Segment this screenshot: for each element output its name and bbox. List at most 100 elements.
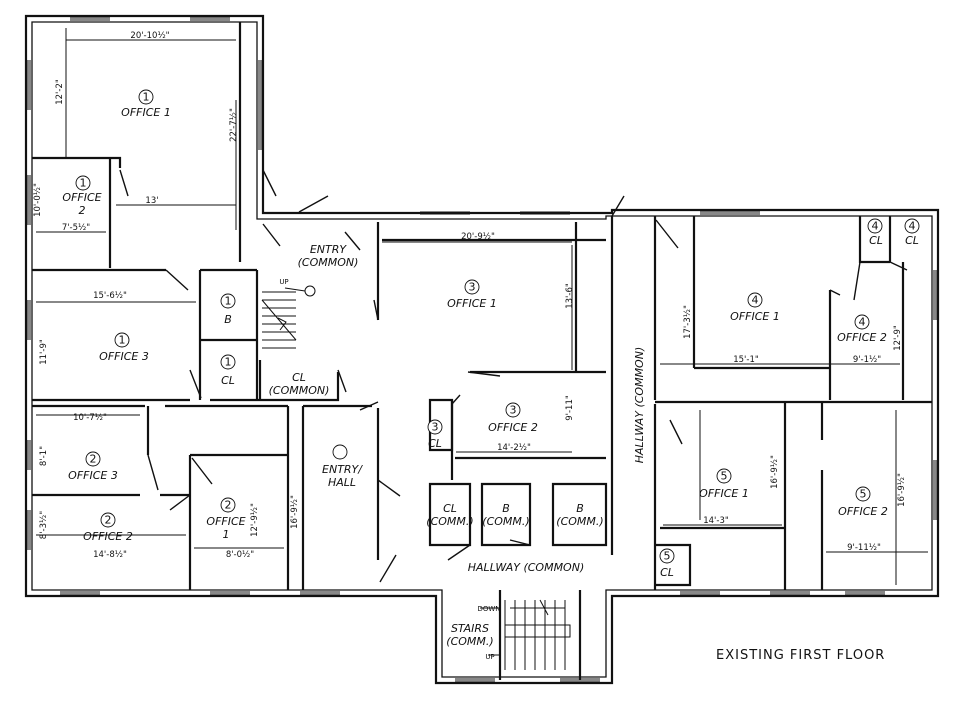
unit-circle: [220, 497, 236, 513]
dimension-text: 9'-1½": [853, 355, 881, 365]
dimension-text: 14'-8½": [93, 550, 127, 560]
stair-up-label: UP: [485, 653, 494, 661]
unit-circle: [747, 292, 763, 308]
room-label: B(COMM.): [556, 502, 603, 528]
room-label: OFFICE 1: [699, 487, 749, 500]
room-label: OFFICE 2: [83, 530, 133, 543]
dimension-text: 7'-5½": [62, 223, 90, 233]
stair-labels: UP DOWN UP: [279, 278, 500, 661]
unit-circle: [100, 512, 116, 528]
room-label: ENTRY/HALL: [322, 463, 363, 489]
windows: [27, 17, 937, 682]
room-label: CL(COMM.): [426, 502, 473, 528]
dimension-lines: [36, 28, 928, 585]
room-label: OFFICE 3: [68, 469, 118, 482]
dimension-text: 13': [145, 196, 158, 206]
doors: [119, 169, 908, 583]
dimension-text: 15'-6½": [93, 291, 127, 301]
dimension-text: 8'-0½": [226, 550, 254, 560]
unit-circle: [114, 332, 130, 348]
unit-number: 2: [90, 453, 97, 466]
stair-up-label: UP: [279, 278, 288, 286]
dimension-text: 9'-11½": [847, 543, 881, 553]
unit-number: 2: [105, 514, 112, 527]
unit-circle: [867, 218, 883, 234]
dimension-text: 20'-9½": [461, 232, 495, 242]
room-label: OFFICE 1: [730, 310, 780, 323]
unit-number: 1: [225, 356, 232, 369]
dimension-text: 22'-7½": [229, 108, 239, 142]
unit-number: 1: [119, 334, 126, 347]
dimension-text: 16'-9½": [897, 473, 907, 507]
room-label: OFFICE 3: [99, 350, 149, 363]
unit-number: 4: [909, 220, 916, 233]
room-label: OFFICE 2: [838, 505, 888, 518]
unit-number: 4: [872, 220, 879, 233]
dimension-text: 9'-11": [565, 395, 575, 421]
dimension-text: 8'-3½": [39, 511, 49, 539]
room-label: OFFICE 1: [121, 106, 171, 119]
room-label: ENTRY(COMMON): [298, 243, 359, 269]
interior-walls: [32, 22, 932, 680]
unit-circle: [854, 314, 870, 330]
room-label: CL: [428, 437, 442, 450]
unit-numbers: 1 1 1 1 1 2 2 2 3 3 3 4 4 4 4 5 5 5: [80, 91, 916, 563]
room-label: B: [224, 313, 232, 326]
room-label: CL: [905, 234, 919, 247]
room-label: HALLWAY (COMMON): [633, 347, 646, 463]
room-label: B(COMM.): [482, 502, 529, 528]
dimension-text: 16'-9½": [290, 495, 300, 529]
dimension-text: 12'-9½": [250, 503, 260, 537]
unit-number: 1: [225, 295, 232, 308]
unit-circle: [716, 468, 732, 484]
unit-circle: [659, 548, 675, 564]
unit-number: 2: [225, 499, 232, 512]
unit-circle: [464, 279, 480, 295]
unit-circle: [75, 175, 91, 191]
unit-circle: [332, 444, 348, 460]
room-label: CL: [221, 374, 235, 387]
unit-number: 4: [752, 294, 759, 307]
unit-circle: [427, 419, 443, 435]
unit-circle: [220, 293, 236, 309]
dimension-text: 14'-2½": [497, 443, 531, 453]
unit-circle: [138, 89, 154, 105]
stair-down-label: DOWN: [477, 605, 500, 613]
room-label: HALLWAY (COMMON): [468, 561, 584, 574]
room-label: CL: [869, 234, 883, 247]
room-label: OFFICE 2: [488, 421, 538, 434]
room-label: OFFICE 1: [447, 297, 497, 310]
unit-number: 5: [860, 488, 867, 501]
room-label: OFFICE 2: [837, 331, 887, 344]
exterior-walls: [24, 14, 940, 685]
dimension-text: 10'-0½": [33, 183, 43, 217]
room-label: CL: [660, 566, 674, 579]
room-label: CL(COMMON): [269, 371, 330, 397]
unit-circle: [85, 451, 101, 467]
unit-number: 3: [469, 281, 476, 294]
unit-circles: [75, 89, 920, 564]
unit-number: 1: [143, 91, 150, 104]
unit-number: 1: [80, 177, 87, 190]
unit-number: 3: [432, 421, 439, 434]
dimension-text: 8'-1": [39, 446, 49, 466]
dimension-text: 12'-2": [55, 79, 65, 105]
unit-number: 5: [664, 550, 671, 563]
dimension-text: 15'-1": [733, 355, 759, 365]
dimension-text: 17'-3½": [683, 305, 693, 339]
dimension-text: 16'-9½": [770, 455, 780, 489]
dimension-text: 20'-10½": [130, 31, 169, 41]
unit-number: 4: [859, 316, 866, 329]
unit-circle: [904, 218, 920, 234]
stairs-graphic: [261, 285, 571, 670]
unit-circle: [220, 354, 236, 370]
dimension-text: 11'-9": [39, 339, 49, 365]
unit-circle: [855, 486, 871, 502]
unit-circle: [505, 402, 521, 418]
dimension-text: 13'-6": [565, 283, 575, 309]
dimension-text: 10'-7½": [73, 413, 107, 423]
